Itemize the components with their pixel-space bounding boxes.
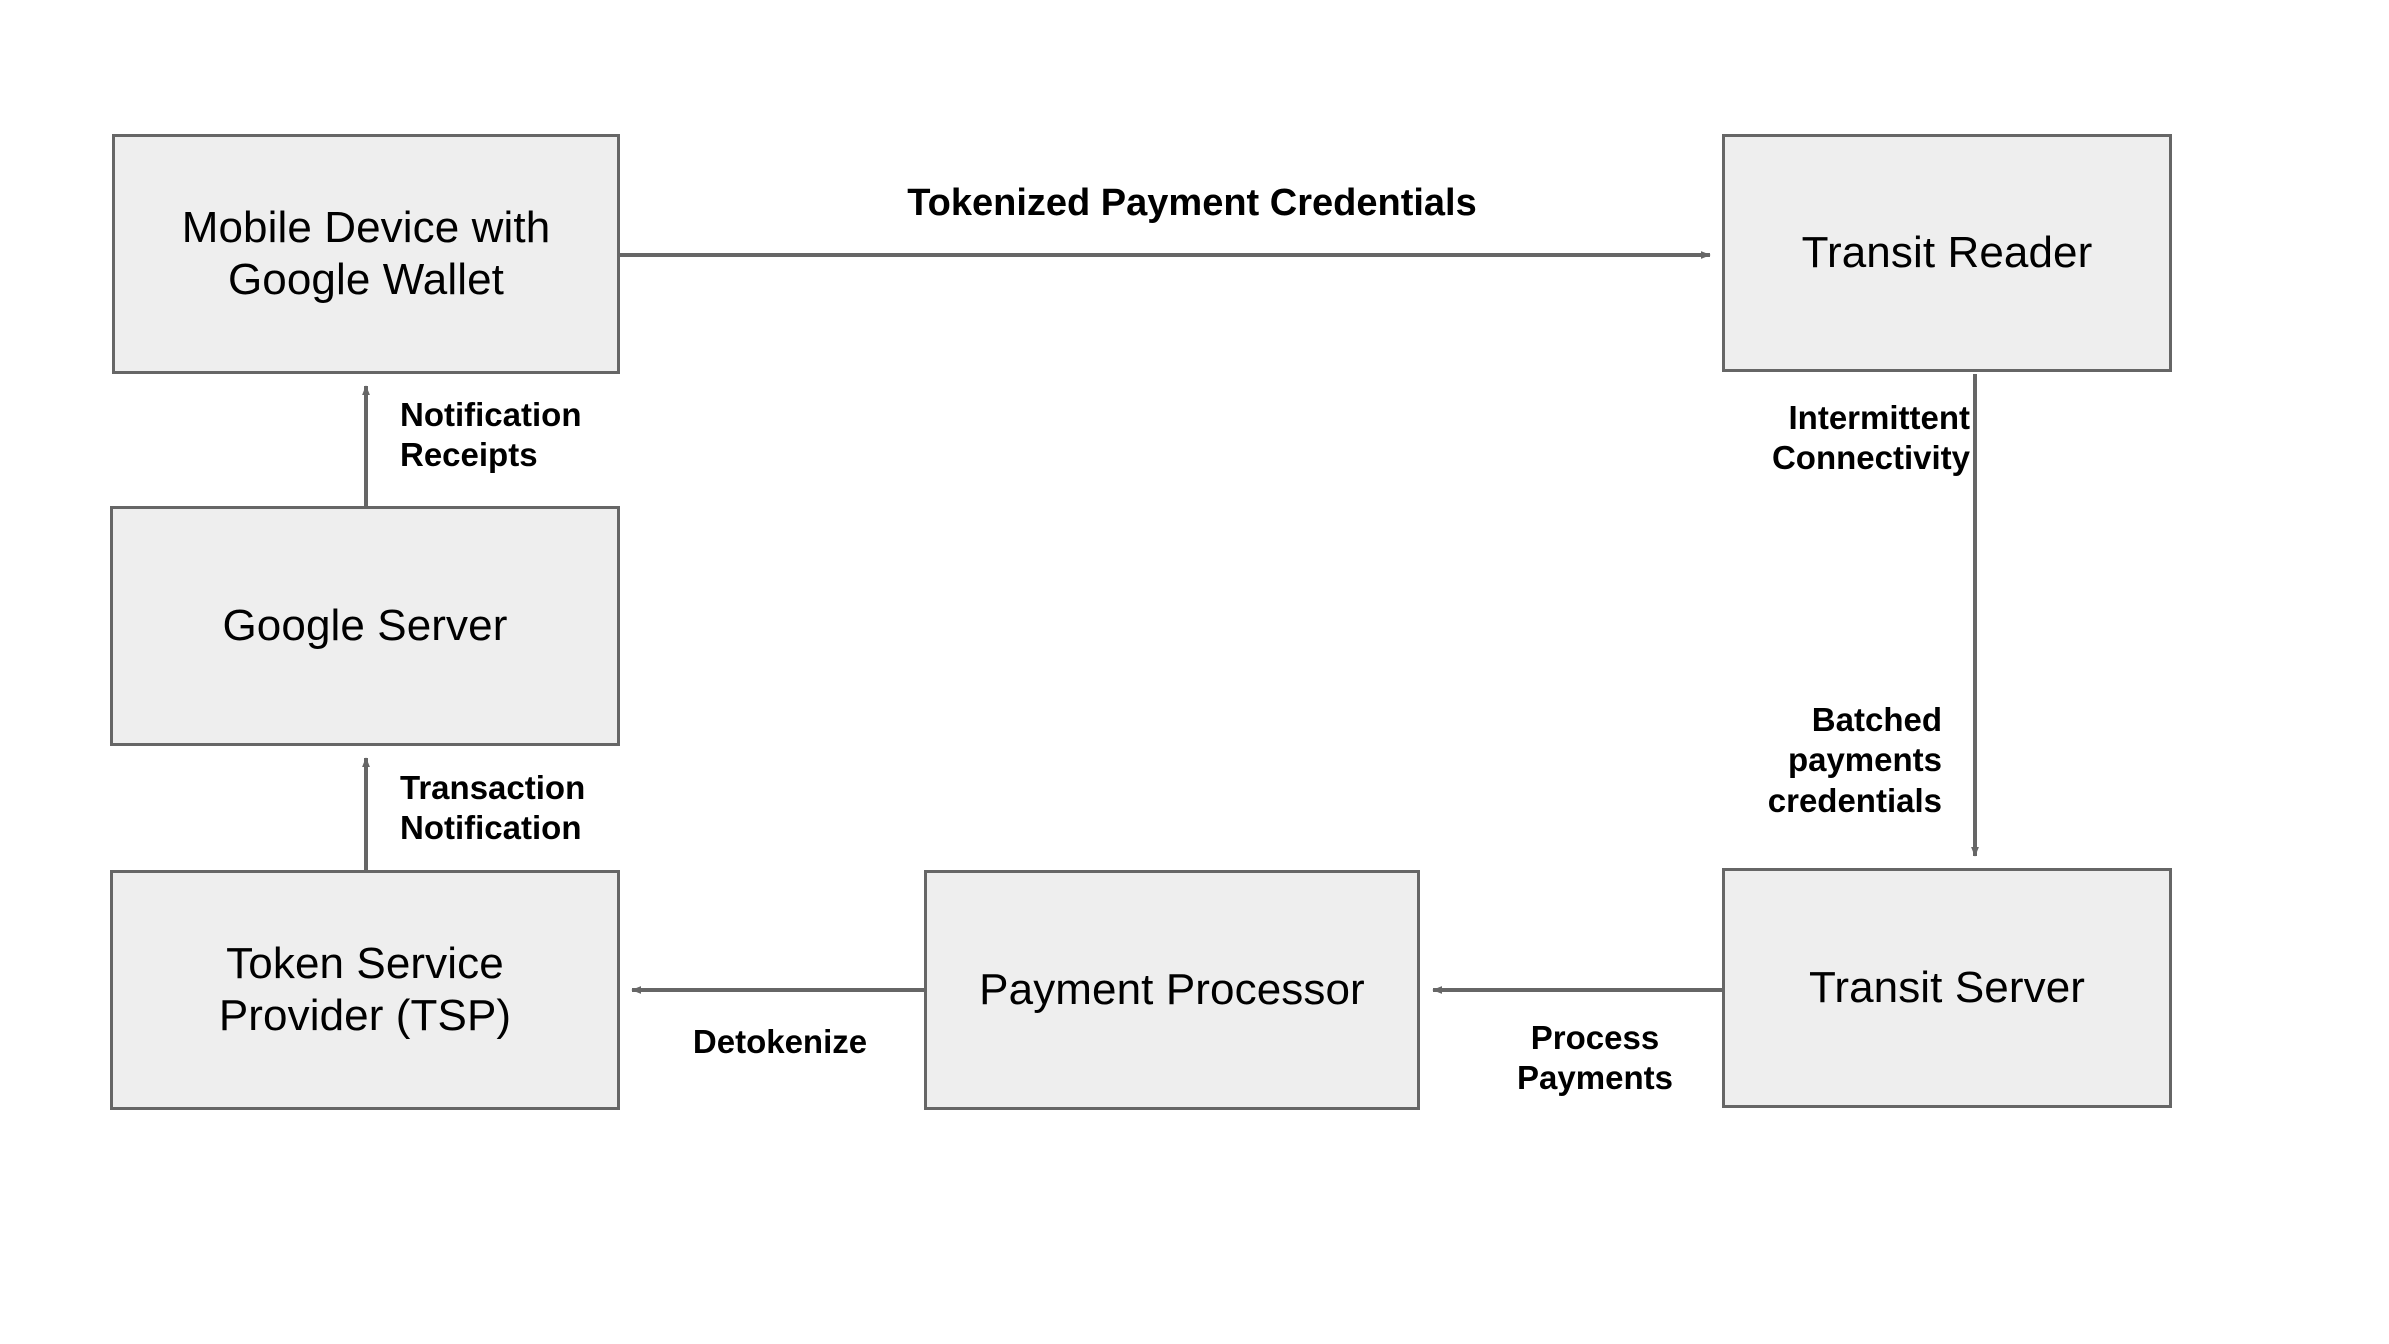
node-mobile-device[interactable]: Mobile Device with Google Wallet xyxy=(112,134,620,374)
node-payment-processor-label: Payment Processor xyxy=(979,965,1365,1015)
node-google-server-label: Google Server xyxy=(222,601,508,651)
edge-label-batched-payments-credentials: Batched payments credentials xyxy=(1767,701,1942,819)
edge-label-tokenized-payment-credentials: Tokenized Payment Credentials xyxy=(907,182,1477,224)
edge-label-detokenize: Detokenize xyxy=(692,1023,868,1060)
node-transit-reader[interactable]: Transit Reader xyxy=(1722,134,2172,372)
node-google-server[interactable]: Google Server xyxy=(110,506,620,746)
node-transit-reader-label: Transit Reader xyxy=(1801,228,2093,278)
node-mobile-device-label: Mobile Device with Google Wallet xyxy=(181,203,551,304)
node-token-service-provider-label: Token Service Provider (TSP) xyxy=(218,939,512,1040)
node-transit-server-label: Transit Server xyxy=(1808,963,2086,1013)
node-payment-processor[interactable]: Payment Processor xyxy=(924,870,1420,1110)
edge-label-notification-receipts: Notification Receipts xyxy=(400,396,582,474)
edge-label-transaction-notification: Transaction Notification xyxy=(400,769,586,847)
edge-label-intermittent-connectivity: Intermittent Connectivity xyxy=(1771,399,1970,477)
node-token-service-provider[interactable]: Token Service Provider (TSP) xyxy=(110,870,620,1110)
node-transit-server[interactable]: Transit Server xyxy=(1722,868,2172,1108)
edge-label-process-payments: Process Payments xyxy=(1517,1019,1673,1097)
